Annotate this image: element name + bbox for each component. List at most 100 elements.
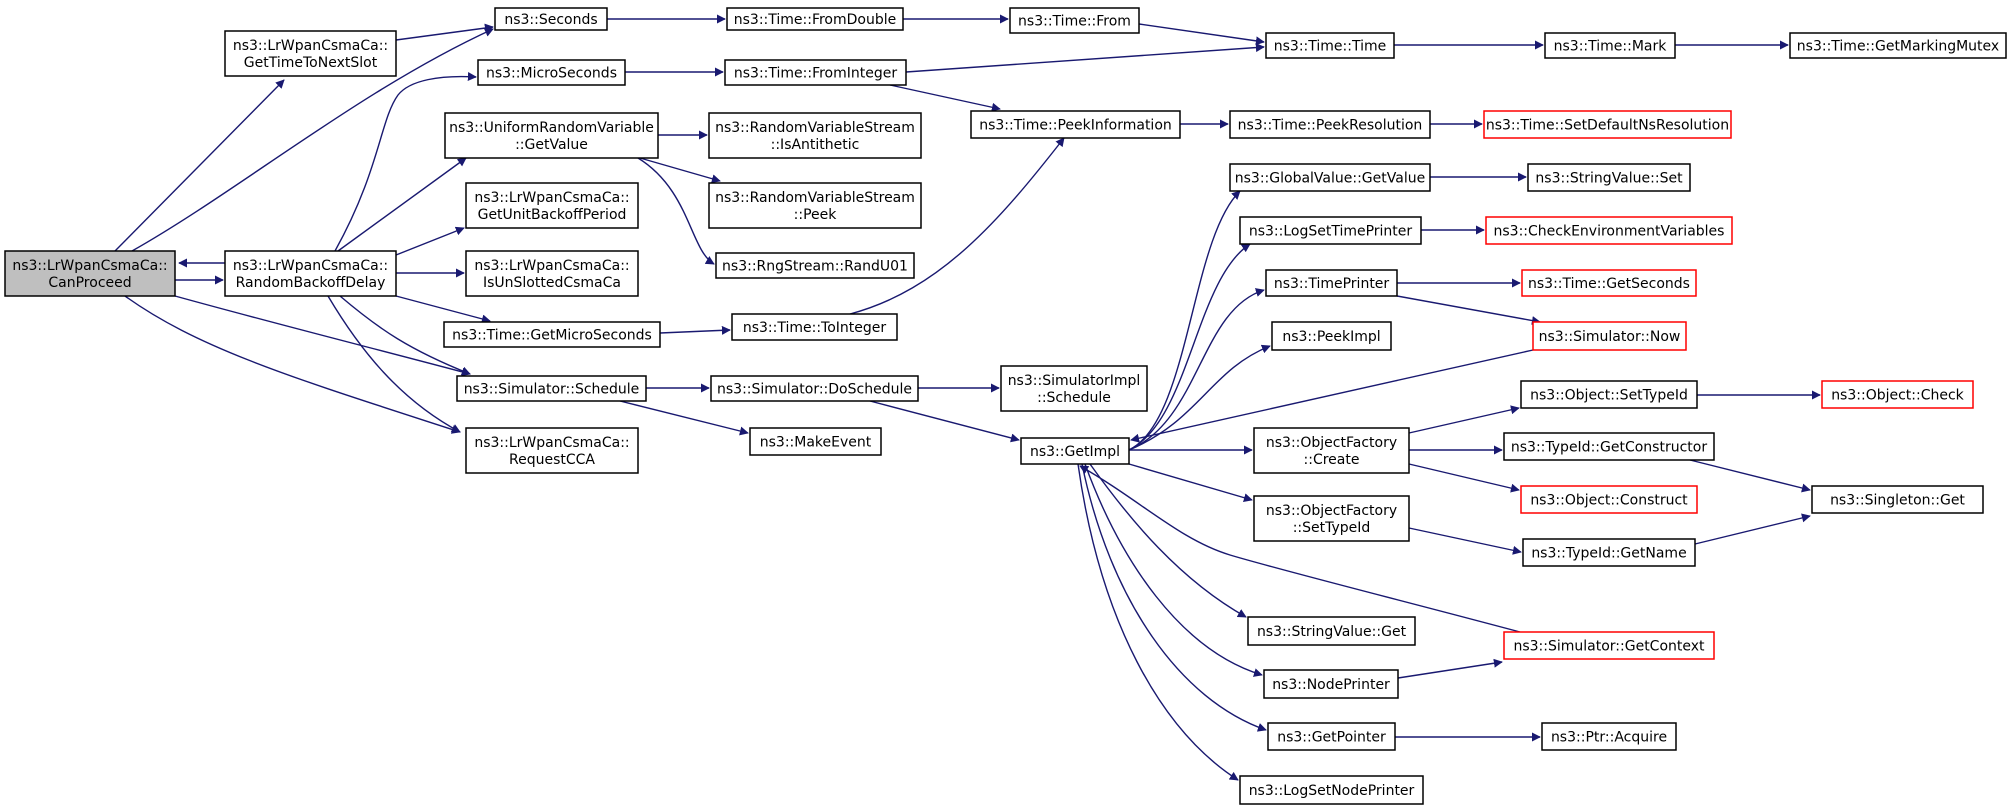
node-seconds[interactable]: ns3::Seconds	[494, 7, 608, 31]
node-label: ns3::StringValue::Get	[1257, 624, 1407, 640]
node-setdefaultnsresolution[interactable]: ns3::Time::SetDefaultNsResolution	[1483, 110, 1732, 139]
node-box	[1239, 216, 1422, 245]
node-box	[1485, 216, 1733, 245]
node-label: ::Schedule	[1037, 390, 1111, 406]
node-typeidgetname[interactable]: ns3::TypeId::GetName	[1522, 538, 1696, 567]
node-label: ns3::UniformRandomVariable	[449, 120, 654, 136]
node-simimplschedule[interactable]: ns3::SimulatorImpl::Schedule	[1000, 365, 1148, 412]
node-label: ns3::GetImpl	[1030, 444, 1120, 460]
call-edge-to-peekinformation	[889, 84, 1001, 112]
node-getimpl[interactable]: ns3::GetImpl	[1020, 437, 1130, 465]
node-peekinformation[interactable]: ns3::Time::PeekInformation	[970, 110, 1181, 139]
node-box	[224, 250, 397, 297]
node-label: ns3::Time::SetDefaultNsResolution	[1486, 118, 1729, 134]
node-label: ns3::Time::GetMarkingMutex	[1797, 39, 1999, 55]
node-uniformgetvalue[interactable]: ns3::UniformRandomVariable::GetValue	[444, 112, 659, 159]
node-label: ns3::PeekImpl	[1282, 329, 1380, 345]
call-edge-to-objconstruct	[1408, 463, 1520, 493]
node-label: ns3::Time::FromDouble	[734, 12, 897, 28]
node-box	[443, 321, 661, 348]
node-label: CanProceed	[48, 275, 131, 291]
call-edge-to-requestcca	[124, 295, 461, 434]
node-box	[1544, 32, 1676, 59]
node-timeprinter[interactable]: ns3::TimePrinter	[1265, 269, 1398, 297]
node-label: ns3::RandomVariableStream	[715, 190, 915, 206]
node-label: ns3::Simulator::GetContext	[1513, 639, 1705, 655]
node-label: ns3::Time::PeekResolution	[1238, 118, 1423, 134]
node-simgetcontext[interactable]: ns3::Simulator::GetContext	[1503, 631, 1715, 660]
node-box	[708, 112, 922, 159]
node-randu01[interactable]: ns3::RngStream::RandU01	[715, 252, 915, 279]
node-microseconds[interactable]: ns3::MicroSeconds	[477, 59, 626, 86]
node-label: ns3::Singleton::Get	[1830, 493, 1965, 509]
call-edge-to-getunitbackoffperiod	[395, 226, 465, 256]
node-label: ns3::Ptr::Acquire	[1551, 730, 1667, 746]
call-edge-to-singletonget	[1694, 513, 1811, 545]
node-rvspeek[interactable]: ns3::RandomVariableStream::Peek	[708, 182, 922, 229]
node-makeevent[interactable]: ns3::MakeEvent	[749, 427, 882, 456]
node-box	[1239, 775, 1424, 805]
node-getunitbackoffperiod[interactable]: ns3::LrWpanCsmaCa::GetUnitBackoffPeriod	[465, 182, 639, 229]
node-ofsettypeid[interactable]: ns3::ObjectFactory::SetTypeId	[1253, 495, 1410, 542]
node-label: ns3::Time::FromInteger	[734, 66, 897, 82]
node-timefrom[interactable]: ns3::Time::From	[1009, 7, 1140, 34]
node-frominteger[interactable]: ns3::Time::FromInteger	[724, 59, 907, 86]
node-canproceed[interactable]: ns3::LrWpanCsmaCa::CanProceed	[4, 250, 176, 297]
node-label: ns3::LrWpanCsmaCa::	[474, 190, 629, 206]
node-randombackoffdelay[interactable]: ns3::LrWpanCsmaCa::RandomBackoffDelay	[224, 250, 397, 297]
node-checkenv[interactable]: ns3::CheckEnvironmentVariables	[1485, 216, 1733, 245]
node-box	[1521, 269, 1697, 297]
node-fromdouble[interactable]: ns3::Time::FromDouble	[726, 7, 904, 31]
node-peekresolution[interactable]: ns3::Time::PeekResolution	[1229, 110, 1431, 139]
node-label: ns3::Time::Time	[1274, 39, 1386, 55]
node-getmarkingmutex[interactable]: ns3::Time::GetMarkingMutex	[1789, 32, 2007, 59]
node-simnow[interactable]: ns3::Simulator::Now	[1532, 321, 1687, 351]
node-isantithetic[interactable]: ns3::RandomVariableStream::IsAntithetic	[708, 112, 922, 159]
node-label: ns3::Seconds	[504, 12, 597, 28]
node-getmicroseconds[interactable]: ns3::Time::GetMicroSeconds	[443, 321, 661, 348]
node-label: ns3::Simulator::Now	[1539, 329, 1681, 345]
node-objconstruct[interactable]: ns3::Object::Construct	[1520, 485, 1698, 514]
node-requestcca[interactable]: ns3::LrWpanCsmaCa::RequestCCA	[465, 427, 639, 474]
node-logsetnodeprinter[interactable]: ns3::LogSetNodePrinter	[1239, 775, 1424, 805]
node-box	[1265, 269, 1398, 297]
node-peekimpl[interactable]: ns3::PeekImpl	[1271, 321, 1392, 351]
node-box	[1271, 321, 1392, 351]
call-edge-to-microseconds	[334, 72, 477, 252]
node-stringvalueset[interactable]: ns3::StringValue::Set	[1527, 163, 1691, 192]
node-label: ns3::NodePrinter	[1272, 677, 1390, 693]
call-edge-to-objsettypeid	[1408, 405, 1520, 434]
node-objsettypeid[interactable]: ns3::Object::SetTypeId	[1520, 380, 1698, 409]
node-gettimetonextslot[interactable]: ns3::LrWpanCsmaCa::GetTimeToNextSlot	[224, 30, 397, 77]
node-ofcreate[interactable]: ns3::ObjectFactory::Create	[1253, 427, 1410, 474]
node-label: ns3::Time::From	[1018, 14, 1131, 30]
node-getpointer[interactable]: ns3::GetPointer	[1267, 722, 1396, 751]
node-isunslottedcsmaca[interactable]: ns3::LrWpanCsmaCa::IsUnSlottedCsmaCa	[465, 250, 639, 297]
node-stringvalueget[interactable]: ns3::StringValue::Get	[1247, 616, 1416, 646]
node-box	[1483, 110, 1732, 139]
node-singletonget[interactable]: ns3::Singleton::Get	[1811, 485, 1984, 514]
node-objcheck[interactable]: ns3::Object::Check	[1821, 380, 1974, 409]
node-logsettimeprinter[interactable]: ns3::LogSetTimePrinter	[1239, 216, 1422, 245]
node-timetime[interactable]: ns3::Time::Time	[1265, 32, 1395, 59]
node-label: ns3::LrWpanCsmaCa::	[233, 38, 388, 54]
node-ptracquire[interactable]: ns3::Ptr::Acquire	[1541, 722, 1677, 751]
call-edge-to-logsetnodeprinter	[1077, 463, 1239, 781]
node-label: RandomBackoffDelay	[236, 275, 386, 291]
node-tointeger[interactable]: ns3::Time::ToInteger	[731, 313, 898, 341]
node-label: ns3::Time::Mark	[1554, 39, 1668, 55]
node-getconstructor[interactable]: ns3::TypeId::GetConstructor	[1503, 432, 1715, 461]
node-simschedule[interactable]: ns3::Simulator::Schedule	[456, 375, 647, 402]
node-box	[224, 30, 397, 77]
node-timemark[interactable]: ns3::Time::Mark	[1544, 32, 1676, 59]
node-label: ns3::MicroSeconds	[486, 66, 617, 82]
node-doschedule[interactable]: ns3::Simulator::DoSchedule	[710, 375, 919, 402]
node-box	[726, 7, 904, 31]
node-label: ns3::TypeId::GetConstructor	[1511, 440, 1707, 456]
node-globalgetvalue[interactable]: ns3::GlobalValue::GetValue	[1229, 163, 1431, 192]
node-nodeprinter[interactable]: ns3::NodePrinter	[1263, 669, 1399, 699]
node-label: ::IsAntithetic	[771, 137, 860, 153]
node-box	[1253, 495, 1410, 542]
node-getseconds[interactable]: ns3::Time::GetSeconds	[1521, 269, 1697, 297]
node-box	[731, 313, 898, 341]
